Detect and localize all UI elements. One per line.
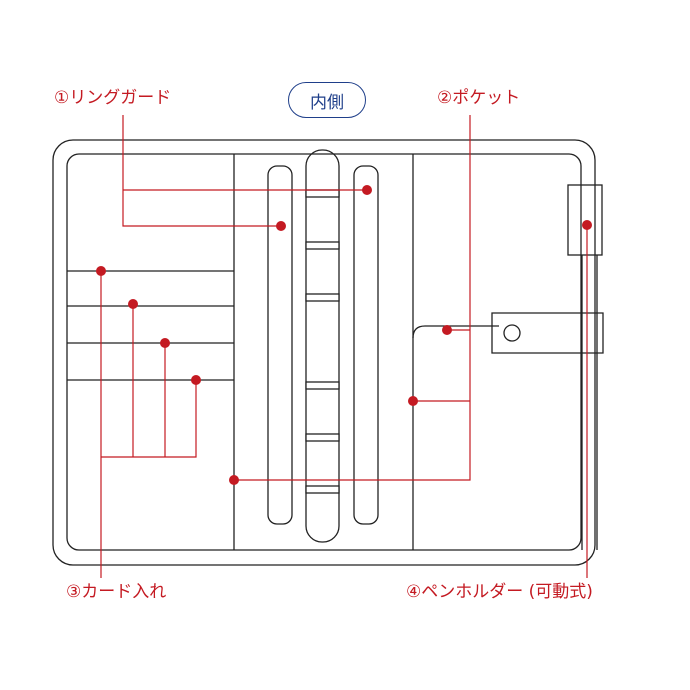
marker-pocket xyxy=(442,325,452,335)
marker-card-slot xyxy=(191,375,201,385)
ring-guard-right xyxy=(353,165,379,525)
marker-pocket xyxy=(408,396,418,406)
marker-ring-guard-right xyxy=(362,185,372,195)
marker-card-slot xyxy=(96,266,106,276)
inside-view-label: 内側 xyxy=(310,92,344,113)
leader-line-ring-guard xyxy=(122,115,281,227)
leader-line-card xyxy=(101,380,197,458)
ring-guard-left xyxy=(267,165,293,525)
snap-button xyxy=(503,324,521,342)
leader-line-pocket xyxy=(234,115,471,481)
marker-ring-guard-left xyxy=(276,221,286,231)
marker-card-slot xyxy=(160,338,170,348)
ring-segment xyxy=(305,189,340,198)
pen-holder-loop xyxy=(567,184,603,256)
callout-pen-holder: ④ペンホルダー (可動式) xyxy=(406,582,593,602)
marker-pocket xyxy=(229,475,239,485)
ring-binder xyxy=(305,149,340,543)
callout-ring-guard: ①リングガード xyxy=(54,88,172,108)
marker-pen-holder xyxy=(582,220,592,230)
callout-pocket: ②ポケット xyxy=(437,88,521,108)
marker-card-slot xyxy=(128,299,138,309)
pocket-outline xyxy=(412,325,499,339)
belt-tab xyxy=(491,312,604,354)
ring-segment xyxy=(305,293,340,302)
ring-segment xyxy=(305,485,340,494)
planner-inner-outline xyxy=(66,153,582,551)
ring-segment xyxy=(305,433,340,442)
ring-segment xyxy=(305,381,340,390)
ring-segment xyxy=(305,241,340,250)
inside-view-tag: 内側 xyxy=(288,82,366,118)
callout-card-slots: ③カード入れ xyxy=(66,582,167,602)
